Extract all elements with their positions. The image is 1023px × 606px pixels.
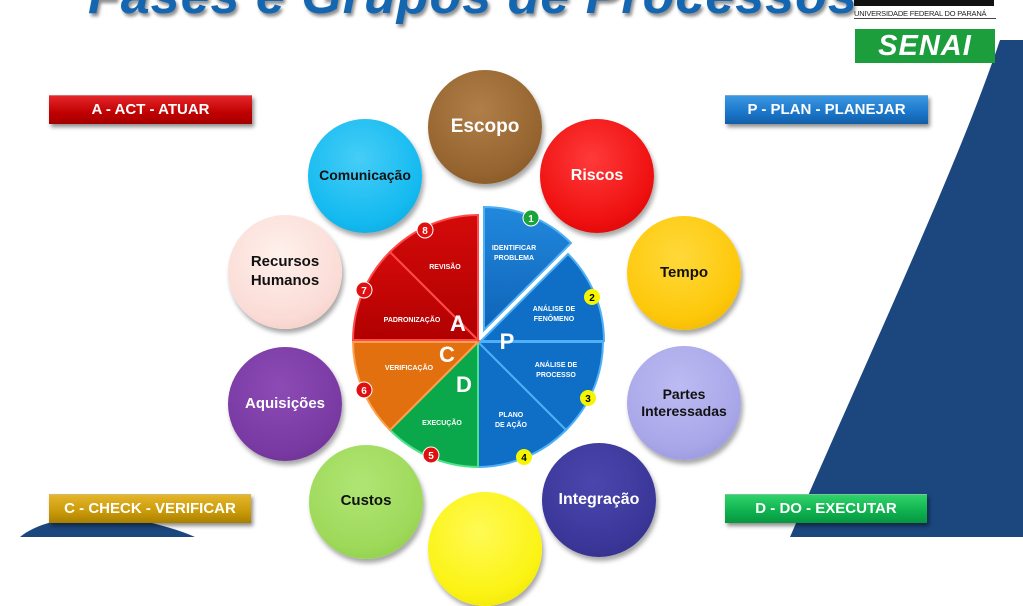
wedge-analise-processo — [475, 341, 605, 432]
area-circle-escopo: Escopo — [428, 70, 542, 184]
area-label: Riscos — [570, 167, 624, 184]
phase-letter-c: C — [439, 342, 455, 367]
svg-text:7: 7 — [361, 286, 367, 297]
step-5-label: EXECUÇÃO — [422, 418, 462, 427]
area-label: Partes Interessadas — [641, 385, 727, 420]
step-8-label: REVISÃO — [429, 262, 461, 271]
step-1-label-line2: PROBLEMA — [494, 255, 534, 262]
step-2-badge: 2 — [584, 289, 600, 305]
phase-letter-a: A — [450, 311, 466, 336]
phase-letter-p: P — [500, 329, 515, 354]
svg-text:5: 5 — [428, 451, 434, 462]
phase-check-label: C - CHECK - VERIFICAR — [49, 494, 251, 523]
area-circle-comunicacao: Comunicação — [308, 119, 422, 233]
step-2-label-line1: ANÁLISE DE — [533, 304, 576, 313]
step-2-label-line2: FENÔMENO — [534, 314, 575, 323]
ufpr-logo-mark — [854, 0, 994, 6]
page-title: Fases e Grupos de Processos — [88, 0, 857, 26]
area-label: Tempo — [659, 263, 709, 281]
step-4-badge: 4 — [516, 449, 532, 465]
area-label: Recursos Humanos — [250, 253, 320, 289]
step-1-label-line1: IDENTIFICAR — [492, 245, 536, 252]
phase-plan-label: P - PLAN - PLANEJAR — [725, 95, 928, 124]
area-circle-riscos: Riscos — [540, 119, 654, 233]
svg-text:8: 8 — [422, 226, 428, 237]
svg-text:2: 2 — [589, 293, 595, 304]
senai-logo: SENAI — [855, 29, 995, 63]
phase-do-label: D - DO - EXECUTAR — [725, 494, 927, 523]
area-circle-recursos-humanos: Recursos Humanos — [228, 215, 342, 329]
step-7-badge: 7 — [355, 281, 373, 299]
area-circle-tempo: Tempo — [627, 216, 741, 330]
area-label: Comunicação — [319, 167, 411, 184]
ufpr-logo-text: UNIVERSIDADE FEDERAL DO PARANÁ — [854, 9, 996, 19]
svg-text:3: 3 — [585, 394, 591, 405]
svg-text:1: 1 — [528, 214, 534, 225]
area-label: Aquisições — [244, 394, 326, 412]
svg-text:6: 6 — [361, 386, 367, 397]
area-label: Escopo — [450, 116, 520, 138]
step-3-label-line2: PROCESSO — [536, 372, 576, 379]
area-circle-partes-interessadas: Partes Interessadas — [627, 346, 741, 460]
phase-act-label: A - ACT - ATUAR — [49, 95, 252, 124]
step-4-label-line1: PLANO — [499, 412, 524, 419]
step-8-badge: 8 — [416, 221, 434, 239]
step-7-label: PADRONIZAÇÃO — [384, 315, 441, 324]
area-label: Integração — [558, 491, 640, 508]
svg-text:4: 4 — [521, 453, 527, 464]
step-5-badge: 5 — [422, 446, 440, 464]
area-label: Custos — [340, 492, 392, 509]
step-1-badge: 1 — [522, 209, 540, 227]
area-circle-aquisicoes: Aquisições — [228, 347, 342, 461]
step-4-label-line2: DE AÇÃO — [495, 420, 528, 429]
step-3-badge: 3 — [580, 390, 596, 406]
step-6-badge: 6 — [355, 381, 373, 399]
ufpr-logo: UNIVERSIDADE FEDERAL DO PARANÁ — [854, 0, 996, 26]
phase-letter-d: D — [456, 372, 472, 397]
step-3-label-line1: ANÁLISE DE — [535, 360, 578, 369]
pdca-cycle-chart: IDENTIFICAR PROBLEMA ANÁLISE DE FENÔMENO… — [351, 205, 606, 469]
step-6-label: VERIFICAÇÃO — [385, 363, 434, 372]
